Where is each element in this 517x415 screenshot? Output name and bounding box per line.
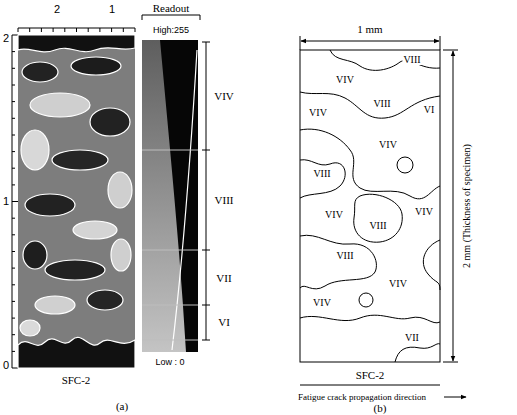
phase-label: VIII [214,195,235,206]
region-label: VIV [308,108,328,118]
phase-label: VI [217,317,231,328]
region-label: VIII [335,251,354,261]
scale-max-label: High:255 [152,26,190,35]
axis-tick-label: 2 [53,4,61,15]
phase-label: VII [215,273,232,284]
region-label: VIV [312,298,332,308]
dimension-label: 1 mm [356,24,383,35]
scale-min-label: Low : 0 [154,358,185,367]
region-label: VIII [372,99,391,109]
axis-tick-label: 1 [108,4,116,15]
specimen-label: SFC-2 [61,375,92,386]
region-label: VIV [388,279,408,289]
direction-label: Fatigue crack propagation direction [297,393,427,402]
scale-title: Readout [152,2,191,13]
readout-scale [142,15,210,352]
region-label: VIII [402,55,421,65]
region-label: VI [423,105,436,115]
specimen-label: SFC-2 [355,370,386,381]
axis [12,28,135,368]
panel-label: (a) [115,401,129,412]
region-label: VIII [312,169,331,179]
axis-tick-label: 0 [2,360,10,371]
dimension-lines [300,36,466,397]
axis-tick-label: 2 [2,33,10,44]
phase-label: VIV [213,91,235,102]
region-label: VIV [335,75,355,85]
phase-schematic [300,50,440,362]
dimension-label: 2 mm (Thickness of specimen) [462,143,472,269]
region-label: VIII [368,221,387,231]
axis-tick-label: 1 [2,196,10,207]
readout-map [18,35,135,368]
region-label: VIV [414,207,434,217]
region-label: VIV [378,140,398,150]
region-label: VIV [324,210,344,220]
region-label: VII [404,333,420,343]
panel-label: (b) [373,402,388,413]
